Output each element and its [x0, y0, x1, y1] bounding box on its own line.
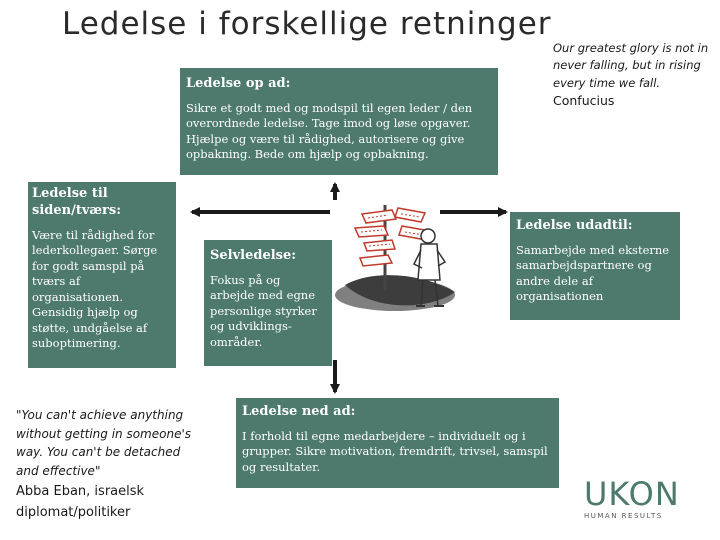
- quote-confucius: Our greatest glory is not in never falli…: [553, 40, 711, 111]
- quote-confucius-author: Confucius: [553, 92, 615, 108]
- box-side-body: Være til rådighed for lederkollegaer. Sø…: [32, 227, 158, 351]
- quote-abba-eban: "You can't achieve anything without gett…: [16, 406, 206, 523]
- signpost-illustration: [335, 205, 455, 311]
- box-out-heading: Ledelse udadtil:: [516, 218, 633, 233]
- box-up-heading: Ledelse op ad:: [186, 76, 291, 91]
- quote-confucius-text: Our greatest glory is not in never falli…: [553, 41, 709, 90]
- box-leadership-up: Ledelse op ad: Sikre et godt med og mods…: [180, 68, 498, 175]
- box-self-body: Fokus på og arbejde med egne personlige …: [210, 272, 317, 349]
- box-self-leadership: Selvledelse: Fokus på og arbejde med egn…: [204, 240, 332, 366]
- box-leadership-down: Ledelse ned ad: I forhold til egne medar…: [236, 398, 559, 488]
- quote-abba-eban-author: Abba Eban, israelsk diplomat/politiker: [16, 484, 145, 520]
- box-side-heading: Ledelse til siden/tværs:: [32, 186, 122, 218]
- box-down-body: I forhold til egne medarbejdere – indivi…: [242, 428, 548, 474]
- box-leadership-side: Ledelse til siden/tværs: Være til rådigh…: [28, 182, 176, 368]
- logo-mark: UKON: [584, 475, 680, 513]
- logo-subtitle: HUMAN RESULTS: [584, 512, 663, 520]
- slide-title: Ledelse i forskellige retninger: [62, 6, 552, 42]
- box-self-heading: Selvledelse:: [210, 248, 297, 263]
- box-down-heading: Ledelse ned ad:: [242, 404, 356, 419]
- box-out-body: Samarbejde med eksterne samarbejdspartne…: [516, 242, 670, 304]
- box-leadership-outward: Ledelse udadtil: Samarbejde med eksterne…: [510, 212, 680, 320]
- ukon-logo: UKON HUMAN RESULTS: [584, 478, 684, 520]
- quote-abba-eban-text: "You can't achieve anything without gett…: [16, 408, 192, 478]
- box-up-body: Sikre et godt med og modspil til egen le…: [186, 100, 473, 162]
